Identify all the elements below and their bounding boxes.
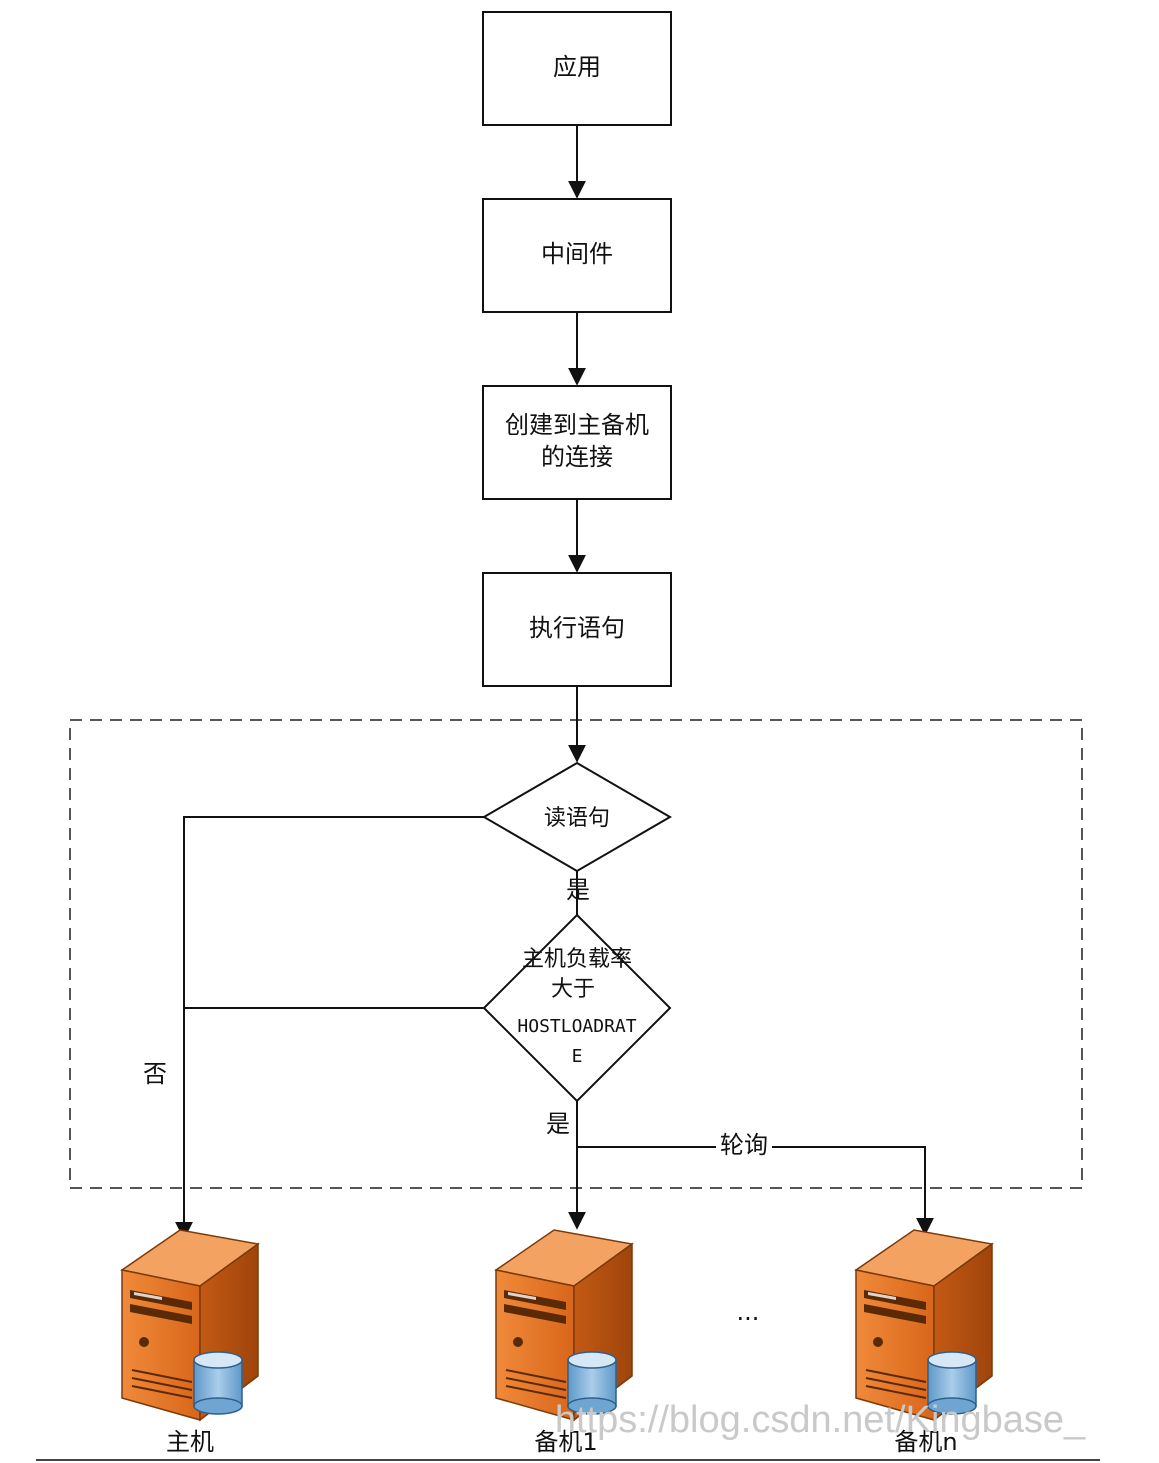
decision-load: 主机负载率 大于 HOSTLOADRAT E xyxy=(482,913,672,1103)
edge-read-no xyxy=(175,816,484,1240)
server-standbyn-icon xyxy=(855,1229,993,1421)
node-app-label: 应用 xyxy=(553,53,601,81)
node-app: 应用 xyxy=(482,11,672,126)
decision-read: 读语句 xyxy=(482,761,672,873)
edge-poll-label: 轮询 xyxy=(720,1131,768,1159)
node-connect-label-line2: 的连接 xyxy=(541,443,613,471)
server-ellipsis: ... xyxy=(737,1298,760,1326)
edge-yes-read-label: 是 xyxy=(566,876,590,904)
server-primary-label: 主机 xyxy=(166,1428,214,1456)
server-primary-icon xyxy=(121,1229,259,1421)
decision-load-label-line1: 主机负载率 xyxy=(522,947,632,972)
watermark: https://blog.csdn.net/Kingbase_ xyxy=(555,1399,1086,1441)
node-connect: 创建到主备机 的连接 xyxy=(482,385,672,500)
server-standby1-icon xyxy=(495,1229,633,1421)
edge-yes-load-label: 是 xyxy=(546,1110,570,1138)
edge-no-label: 否 xyxy=(143,1060,167,1088)
edge-poll xyxy=(577,1146,934,1236)
decision-load-label-line3: HOSTLOADRAT xyxy=(517,1016,636,1037)
node-execute-label: 执行语句 xyxy=(529,614,625,642)
server-standbyn-label: 备机n xyxy=(894,1428,957,1456)
node-execute: 执行语句 xyxy=(482,572,672,687)
decision-load-label-line4: E xyxy=(572,1046,583,1067)
decision-load-label-line2: 大于 xyxy=(551,977,595,1002)
node-connect-label-line1: 创建到主备机 xyxy=(505,411,649,439)
decision-read-label: 读语句 xyxy=(544,806,610,831)
node-middleware: 中间件 xyxy=(482,198,672,313)
node-middleware-label: 中间件 xyxy=(541,240,613,268)
server-standby1-label: 备机1 xyxy=(534,1428,597,1456)
